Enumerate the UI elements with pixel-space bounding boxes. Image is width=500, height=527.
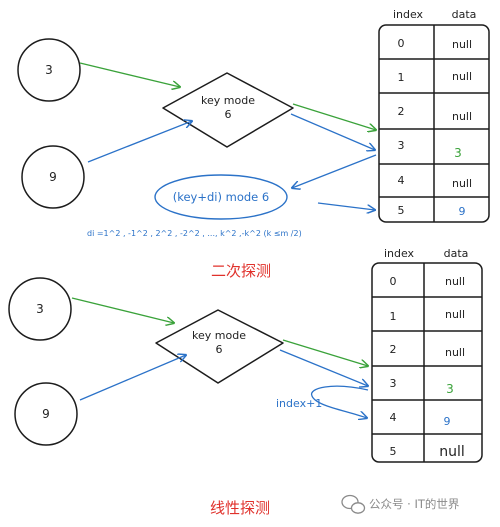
hash-diamond-line1: key mode [201, 94, 255, 107]
index-cell: 4 [390, 411, 397, 424]
data-cell: null [452, 177, 472, 190]
quadratic-section: 3 9 key mode 6 (key+di) mode 6 di =1^2 ,… [17, 8, 490, 280]
probe-formula: di =1^2 , -1^2 , 2^2 , -2^2 , ..., k^2 ,… [87, 229, 302, 238]
node-9-label: 9 [49, 170, 57, 184]
arrow-3-to-hash [79, 62, 180, 87]
hash-diamond-line2: 6 [225, 108, 232, 121]
header-data: data [444, 247, 469, 260]
probe-label: (key+di) mode 6 [173, 190, 269, 204]
probe-label: index+1 [276, 397, 322, 410]
index-cell: 0 [390, 275, 397, 288]
section-caption: 二次探测 [211, 262, 271, 280]
node-3-label: 3 [36, 302, 44, 316]
index-cell: 2 [398, 105, 405, 118]
arrow-hash-to-3-green [282, 339, 368, 366]
arrow-9-to-hash [87, 121, 192, 163]
arrow-probe-to-slot5 [317, 202, 375, 210]
arrow-hash-to-3-blue [279, 349, 368, 386]
data-cell: null [445, 308, 465, 321]
arrow-slot3-to-probe [292, 154, 377, 188]
data-cell: 9 [459, 205, 466, 218]
header-data: data [452, 8, 477, 21]
index-cell: 3 [398, 139, 405, 152]
index-cell: 0 [398, 37, 405, 50]
arrow-9-to-hash [79, 355, 186, 401]
data-cell: null [452, 38, 472, 51]
node-3-circle [17, 38, 81, 102]
hash-diamond [162, 72, 294, 148]
wechat-icon [341, 494, 366, 514]
hash-diamond [155, 309, 284, 384]
data-cell: null [452, 110, 472, 123]
data-cell: 9 [444, 415, 451, 428]
node-9-circle [21, 145, 85, 209]
node-9-circle [14, 382, 78, 446]
probe-ellipse [154, 174, 288, 220]
header-index: index [384, 247, 415, 260]
arrow-probe-to-slot4 [311, 385, 368, 418]
data-cell: null [452, 70, 472, 83]
header-index: index [393, 8, 424, 21]
node-9-label: 9 [42, 407, 50, 421]
data-cell: null [439, 444, 465, 460]
hash-table: index data 0 1 2 3 4 5 null null null 3 … [371, 247, 483, 463]
hash-table: index data 0 1 2 3 4 5 null null null 3 … [378, 8, 490, 223]
index-cell: 5 [390, 445, 397, 458]
table-border [371, 262, 483, 463]
hash-diamond-line2: 6 [216, 343, 223, 356]
data-cell: null [445, 346, 465, 359]
watermark: 公众号 · IT的世界 [341, 494, 460, 514]
node-3-label: 3 [45, 63, 53, 77]
data-cell: 3 [454, 146, 462, 160]
watermark-text: 公众号 · IT的世界 [369, 497, 460, 511]
index-cell: 1 [398, 71, 405, 84]
arrow-hash-to-3-green [292, 103, 376, 130]
index-cell: 4 [398, 174, 405, 187]
section-caption: 线性探测 [210, 499, 270, 517]
node-3-circle [8, 277, 72, 341]
arrow-hash-to-3-blue [290, 113, 375, 150]
index-cell: 1 [390, 310, 397, 323]
arrow-3-to-hash [71, 297, 174, 323]
data-cell: 3 [446, 382, 454, 396]
hash-diamond-line1: key mode [192, 329, 246, 342]
index-cell: 5 [398, 204, 405, 217]
index-cell: 2 [390, 343, 397, 356]
data-cell: null [445, 275, 465, 288]
index-cell: 3 [390, 377, 397, 390]
linear-section: 3 9 key mode 6 index+1 index data 0 1 2 … [8, 247, 483, 517]
